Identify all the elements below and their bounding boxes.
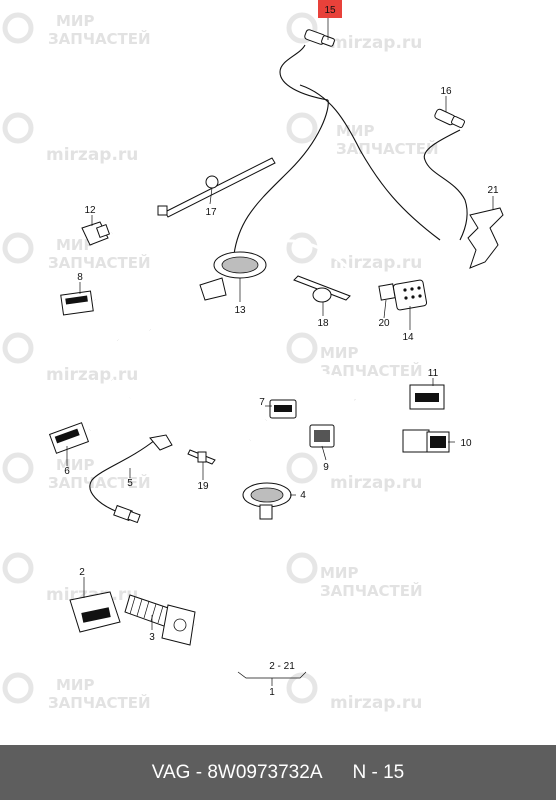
watermark-url: mirzap.ru — [46, 145, 138, 165]
watermark-brand: ЗАПЧАСТЕЙ — [336, 139, 439, 158]
callout-range: 2 - 21 — [269, 661, 295, 672]
callout-6[interactable]: 6 — [64, 466, 70, 477]
callout-19[interactable]: 19 — [197, 481, 209, 492]
callout-13[interactable]: 13 — [234, 305, 246, 316]
watermark-url: mirzap.ru — [46, 365, 138, 385]
watermark-url: mirzap.ru — [46, 585, 138, 605]
part-number-label: VAG - 8W0973732A — [151, 761, 323, 783]
watermark-url: mirzap.ru — [330, 33, 422, 53]
callout-3[interactable]: 3 — [149, 632, 155, 643]
callout-7[interactable]: 7 — [259, 397, 265, 408]
footer-bar: VAG - 8W0973732A N - 15 — [0, 745, 556, 800]
watermark-brand: МИР — [336, 122, 374, 140]
part-18-clip[interactable] — [293, 275, 351, 303]
watermark-brand: МИР — [320, 564, 358, 582]
part-7-connector[interactable] — [269, 399, 297, 419]
watermark-brand: ЗАПЧАСТЕЙ — [48, 253, 151, 272]
callout-15[interactable]: 15 — [324, 5, 336, 16]
watermark-brand: ЗАПЧАСТЕЙ — [320, 581, 423, 600]
watermark-brand: ЗАПЧАСТЕЙ — [320, 361, 423, 380]
watermark-url: mirzap.ru — [330, 253, 422, 273]
part-12-connector[interactable] — [81, 221, 111, 246]
leader-lines — [66, 18, 494, 686]
callout-8[interactable]: 8 — [77, 272, 83, 283]
part-5-sensor[interactable] — [113, 434, 173, 524]
watermark-brand: МИР — [320, 344, 358, 362]
part-21-bracket[interactable] — [467, 207, 504, 269]
callout-20[interactable]: 20 — [378, 318, 390, 329]
callout-1[interactable]: 1 — [269, 687, 275, 698]
part-15-sensor[interactable] — [304, 29, 335, 47]
callout-4[interactable]: 4 — [300, 490, 306, 501]
part-13-grommet[interactable] — [199, 251, 267, 301]
selected-part-highlight — [318, 0, 342, 18]
watermark-brand: МИР — [56, 12, 94, 30]
callout-21[interactable]: 21 — [487, 185, 499, 196]
part-20-connector[interactable] — [378, 279, 428, 311]
part-4-grommet[interactable] — [242, 482, 292, 520]
part-6-connector[interactable] — [48, 422, 90, 454]
callout-18[interactable]: 18 — [317, 318, 329, 329]
watermark-brand: МИР — [56, 236, 94, 254]
part-10-connector[interactable] — [402, 429, 450, 453]
callout-11[interactable]: 11 — [428, 368, 439, 379]
watermark-brand: ЗАПЧАСТЕЙ — [48, 29, 151, 48]
part-8-connector[interactable] — [60, 290, 94, 316]
watermark-url: mirzap.ru — [330, 693, 422, 713]
part-9-connector[interactable] — [309, 424, 335, 448]
part-19-clip[interactable] — [187, 449, 216, 465]
callout-14[interactable]: 14 — [402, 332, 414, 343]
callout-12[interactable]: 12 — [84, 205, 96, 216]
part-2-connector[interactable] — [69, 591, 121, 633]
part-3-corrugated-sleeve[interactable] — [124, 594, 196, 646]
watermark-layer: МИР ЗАПЧАСТЕЙ mirzap.ru mirzap.ru МИР ЗА… — [2, 12, 439, 713]
part-11-connector[interactable] — [409, 384, 445, 410]
callout-16[interactable]: 16 — [440, 86, 452, 97]
position-label: N - 15 — [352, 761, 405, 783]
watermark-url: mirzap.ru — [330, 473, 422, 493]
watermark-logo-icon — [2, 12, 318, 704]
watermark-brand: МИР — [56, 676, 94, 694]
callout-17[interactable]: 17 — [205, 207, 217, 218]
part-16-sensor[interactable] — [434, 108, 465, 129]
parts-diagram: МИР ЗАПЧАСТЕЙ mirzap.ru mirzap.ru МИР ЗА… — [2, 0, 504, 713]
callout-10[interactable]: 10 — [460, 438, 472, 449]
wiring-harness — [78, 44, 468, 637]
callouts: 15 16 17 21 12 13 8 18 20 14 11 7 9 10 6… — [64, 0, 499, 698]
callout-2[interactable]: 2 — [79, 567, 85, 578]
callout-5[interactable]: 5 — [127, 478, 133, 489]
part-17-cable-tie[interactable] — [157, 157, 276, 218]
watermark-brand: ЗАПЧАСТЕЙ — [48, 473, 151, 492]
watermark-brand: ЗАПЧАСТЕЙ — [48, 693, 151, 712]
callout-9[interactable]: 9 — [323, 462, 329, 473]
watermark-brand: МИР — [56, 456, 94, 474]
